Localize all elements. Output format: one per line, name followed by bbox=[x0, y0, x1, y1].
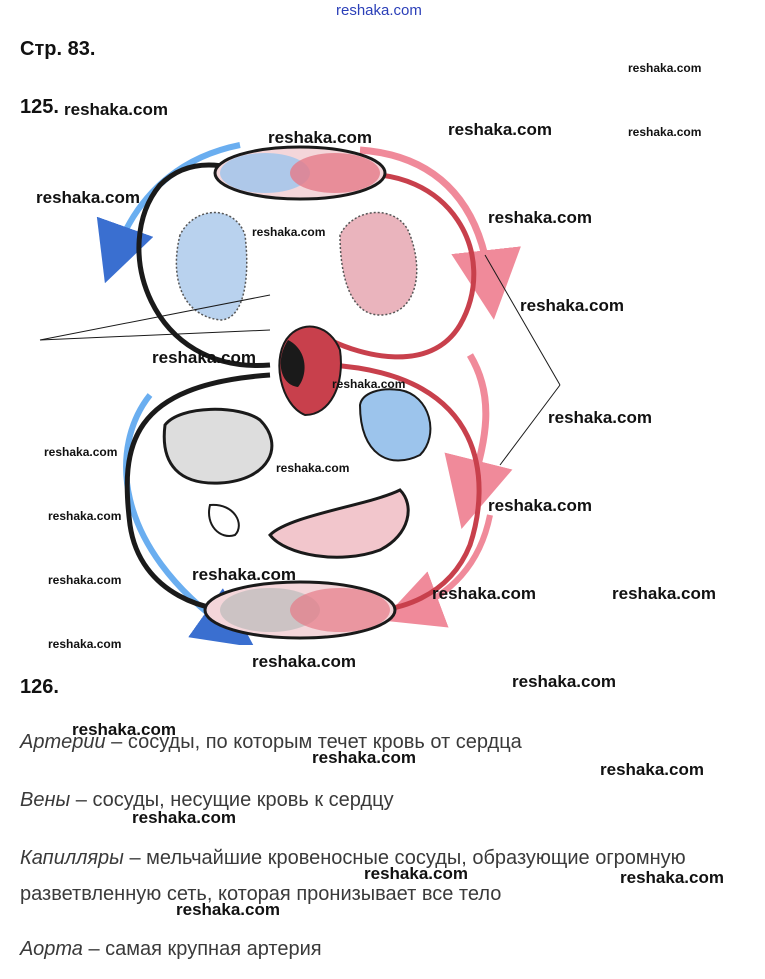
definition-capillaries-line2: разветвленную сеть, которая пронизывает … bbox=[20, 883, 502, 905]
definition-text: мельчайшие кровеносные сосуды, образующи… bbox=[146, 847, 686, 869]
watermark: reshaka.com bbox=[488, 208, 592, 227]
stomach bbox=[358, 388, 432, 462]
watermark: reshaka.com bbox=[192, 565, 296, 584]
pointer-line bbox=[39, 294, 271, 341]
watermark: reshaka.com bbox=[48, 573, 122, 587]
watermark: reshaka.com bbox=[612, 584, 716, 603]
systemic-vein-loop bbox=[124, 372, 271, 614]
watermark: reshaka.com bbox=[520, 296, 624, 315]
definition-aorta: Аорта – самая крупная артерия bbox=[20, 938, 322, 960]
watermark: reshaka.com bbox=[44, 445, 118, 459]
watermark: reshaka.com bbox=[64, 100, 168, 119]
definition-term: Капилляры bbox=[20, 847, 124, 869]
watermark: reshaka.com bbox=[600, 760, 704, 779]
top-watermark: reshaka.com bbox=[336, 2, 422, 19]
watermark: reshaka.com bbox=[364, 864, 468, 883]
arterial-flow-arrow bbox=[444, 353, 513, 529]
arterial-flow-arrow bbox=[381, 514, 493, 628]
definition-text: сосуды, несущие кровь к сердцу bbox=[92, 789, 394, 811]
watermark: reshaka.com bbox=[176, 900, 280, 919]
pointer-line bbox=[484, 254, 561, 386]
pulmonary-vein-loop bbox=[136, 162, 271, 368]
watermark: reshaka.com bbox=[48, 509, 122, 523]
watermark: reshaka.com bbox=[448, 120, 552, 139]
watermark: reshaka.com bbox=[432, 584, 536, 603]
watermark: reshaka.com bbox=[252, 225, 326, 239]
watermark: reshaka.com bbox=[312, 748, 416, 767]
definition-term: Вены bbox=[20, 789, 71, 811]
watermark: reshaka.com bbox=[628, 61, 702, 75]
watermark: reshaka.com bbox=[132, 808, 236, 827]
watermark: reshaka.com bbox=[48, 637, 122, 651]
task-125-number: 125. bbox=[20, 96, 59, 118]
definition-term: Аорта bbox=[20, 938, 83, 960]
pointer-line bbox=[39, 329, 271, 341]
watermark: reshaka.com bbox=[72, 720, 176, 739]
systemic-artery-loop bbox=[329, 362, 482, 614]
pointer-line bbox=[499, 384, 561, 466]
watermark: reshaka.com bbox=[488, 496, 592, 515]
watermark: reshaka.com bbox=[152, 348, 256, 367]
watermark: reshaka.com bbox=[548, 408, 652, 427]
arterial-flow-arrow bbox=[359, 146, 521, 320]
watermark: reshaka.com bbox=[276, 461, 350, 475]
circulatory-system-diagram bbox=[39, 142, 561, 645]
task-126-number: 126. bbox=[20, 676, 59, 698]
pulmonary-artery-loop bbox=[328, 171, 477, 360]
definition-text: сосуды, по которым течет кровь от сердца bbox=[127, 731, 522, 753]
definition-text: самая крупная артерия bbox=[105, 938, 322, 960]
watermark: reshaka.com bbox=[36, 188, 140, 207]
definition-arteries: Артерии – сосуды, по которым течет кровь… bbox=[20, 731, 522, 753]
watermark: reshaka.com bbox=[512, 672, 616, 691]
watermark: reshaka.com bbox=[252, 652, 356, 671]
watermark: reshaka.com bbox=[332, 377, 406, 391]
kidney bbox=[208, 503, 240, 537]
right-lung bbox=[339, 211, 418, 316]
definition-veins: Вены – сосуды, несущие кровь к сердцу bbox=[20, 789, 394, 811]
definition-capillaries: Капилляры – мельчайшие кровеносные сосуд… bbox=[20, 847, 686, 869]
watermark: reshaka.com bbox=[628, 125, 702, 139]
watermark: reshaka.com bbox=[620, 868, 724, 887]
definition-term: Артерии bbox=[20, 731, 106, 753]
left-lung bbox=[175, 211, 248, 321]
page-label: Стр. 83. bbox=[20, 38, 96, 60]
watermark: reshaka.com bbox=[268, 128, 372, 147]
intestine bbox=[268, 488, 410, 559]
liver bbox=[162, 407, 274, 485]
